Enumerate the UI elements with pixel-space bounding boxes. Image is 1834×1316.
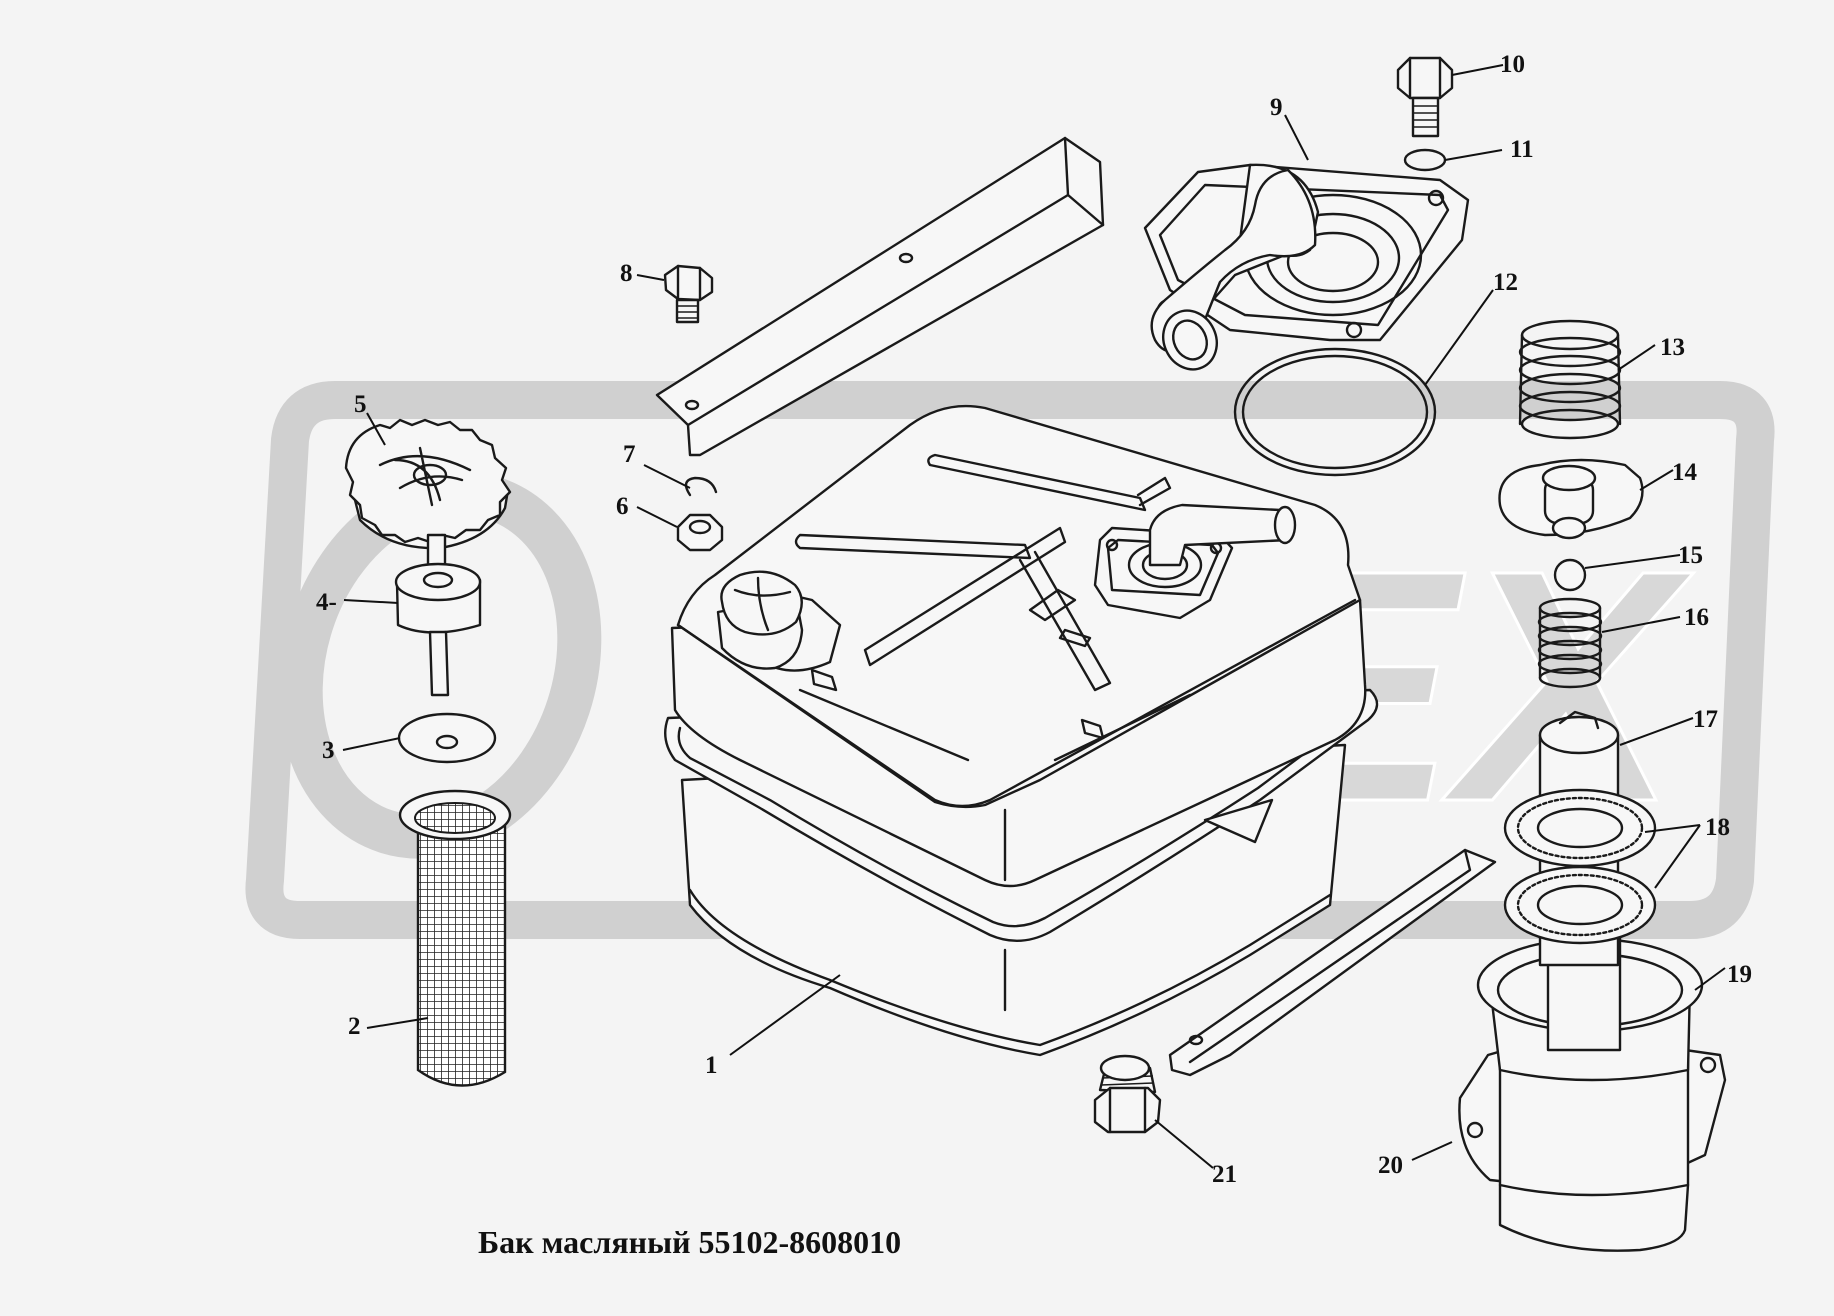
callout-19: 19 <box>1727 961 1752 988</box>
valve-plate-14 <box>1498 458 1644 540</box>
washer-7 <box>684 476 718 497</box>
callout-numbers: 1 2 3 4- 5 6 7 8 9 10 11 12 13 14 15 16 … <box>316 51 1752 1188</box>
callout-7: 7 <box>623 441 636 468</box>
callout-6: 6 <box>616 493 629 520</box>
callout-3: 3 <box>322 737 335 764</box>
callout-17: 17 <box>1693 706 1718 733</box>
elbow-fitting-on-tank <box>1093 503 1297 620</box>
callout-13: 13 <box>1660 334 1685 361</box>
callout-20: 20 <box>1378 1152 1403 1179</box>
callout-5: 5 <box>354 391 367 418</box>
callout-4: 4- <box>316 589 337 616</box>
mesh-filter-2 <box>398 789 512 1087</box>
leader-lines <box>342 64 1726 1169</box>
bolt-10 <box>1396 56 1454 138</box>
bracket-bottom <box>1168 848 1497 1077</box>
ball-15 <box>1553 558 1587 592</box>
bracket-top <box>655 136 1105 457</box>
callout-12: 12 <box>1493 269 1518 296</box>
callout-18: 18 <box>1705 814 1730 841</box>
callout-2: 2 <box>348 1013 361 1040</box>
nut-6 <box>676 513 724 552</box>
callout-10: 10 <box>1500 51 1525 78</box>
callout-1: 1 <box>705 1052 718 1079</box>
callout-9: 9 <box>1270 94 1283 121</box>
callout-8: 8 <box>620 260 633 287</box>
bolt-8 <box>663 264 714 324</box>
o-ring-12 <box>1233 347 1437 477</box>
float-4 <box>394 562 482 697</box>
elbow-cover-9 <box>1143 163 1470 371</box>
tank-1 <box>664 404 1379 1057</box>
spring-16 <box>1537 597 1603 689</box>
filler-cap-on-tank <box>716 570 842 672</box>
callout-14: 14 <box>1672 459 1698 486</box>
spring-13 <box>1518 319 1622 440</box>
callout-21: 21 <box>1212 1161 1237 1188</box>
diagram-caption: Бак масляный 55102-8608010 <box>478 1224 901 1260</box>
bearing-18-upper <box>1503 788 1657 868</box>
bearing-18-lower <box>1503 865 1657 945</box>
callout-11: 11 <box>1510 136 1534 163</box>
gasket-3 <box>397 712 497 764</box>
washer-11 <box>1403 148 1447 172</box>
drain-plug-21 <box>1093 1054 1162 1134</box>
callout-16: 16 <box>1684 604 1709 631</box>
callout-15: 15 <box>1678 542 1703 569</box>
